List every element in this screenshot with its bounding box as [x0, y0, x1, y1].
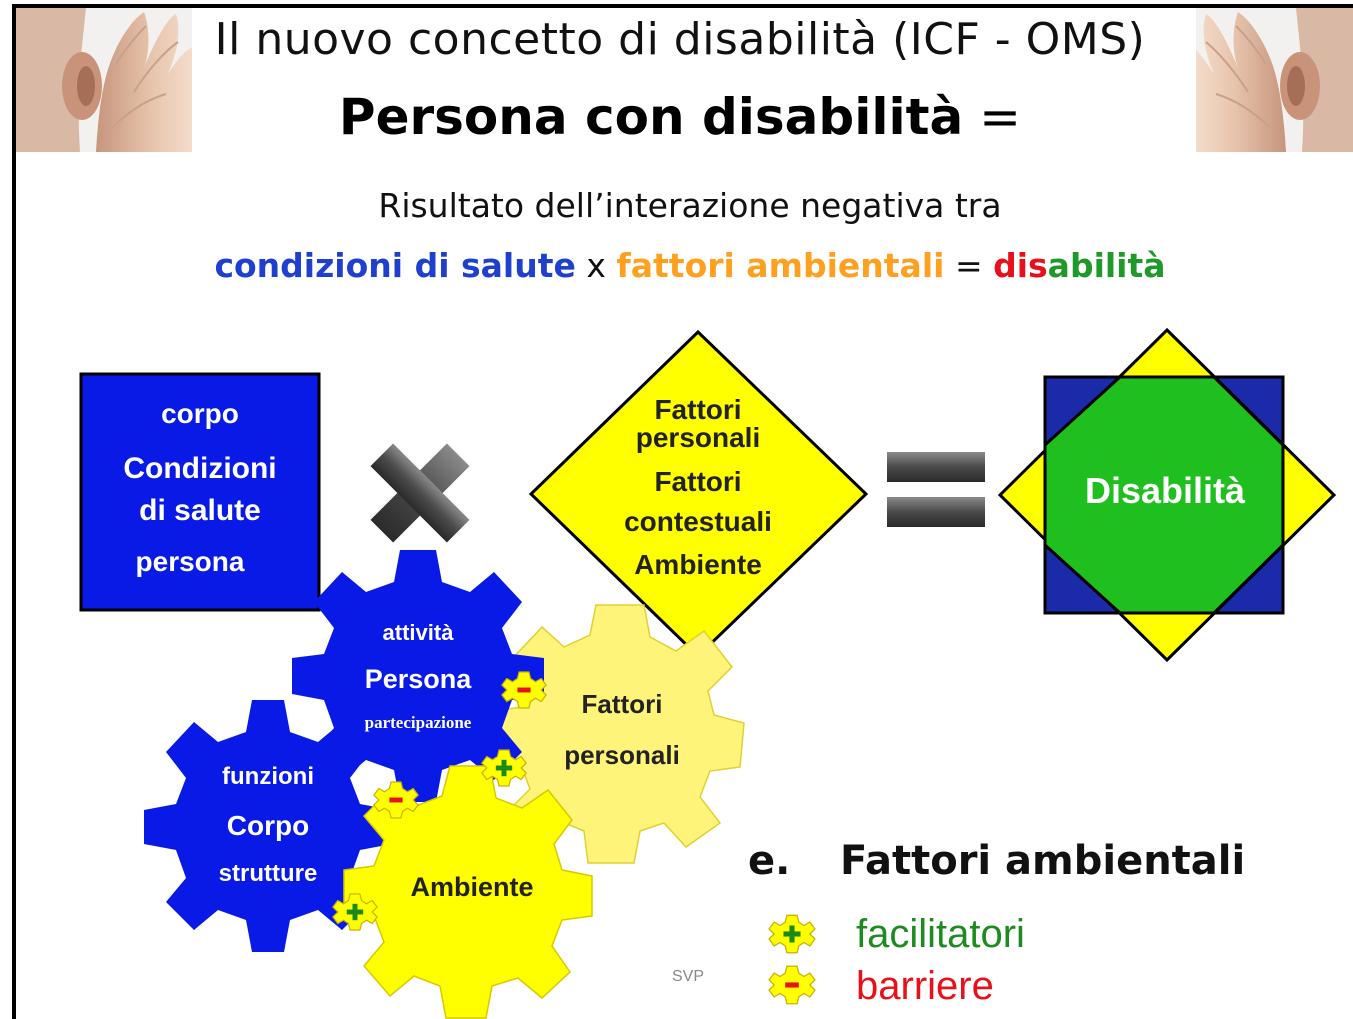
legend-facilitators: facilitatori — [856, 912, 1025, 956]
environment-gear-label: Ambiente — [410, 872, 534, 902]
personal-gear-label-2: personali — [564, 740, 680, 770]
body-gear-label-bottom: strutture — [218, 860, 318, 887]
health-box-label-body: corpo — [161, 398, 239, 429]
disability-label: Disabilità — [1084, 470, 1246, 511]
intro-line: Risultato dell’interazione negativa tra — [378, 186, 1002, 225]
legend-letter: e. — [748, 838, 791, 884]
formula-times: x — [575, 246, 617, 285]
slide-subtitle: Persona con disabilità = — [150, 88, 1210, 146]
slide-border-top — [14, 4, 1353, 8]
footer-mark: SVP — [672, 968, 705, 985]
diamond-label-factors-1: Fattori — [654, 394, 742, 425]
slide-border-left — [12, 4, 16, 1019]
formula-environment: fattori ambientali — [616, 246, 945, 285]
formula-health: condizioni di salute — [214, 246, 576, 285]
health-conditions-box — [79, 372, 321, 612]
facilitator-legend-icon — [768, 914, 816, 954]
activity-gear-label-bottom: partecipazione — [364, 713, 472, 732]
formula-equals: = — [944, 246, 994, 285]
activity-gear-label-middle: Persona — [364, 664, 472, 694]
multiply-icon — [370, 443, 470, 543]
diamond-label-contextual: contestuali — [624, 506, 772, 537]
body-gear-label-middle: Corpo — [226, 810, 310, 841]
disability-result-shape — [997, 327, 1337, 663]
health-box-label-health: di salute — [139, 494, 261, 527]
listening-ear-right-image — [1196, 8, 1353, 152]
equals-icon — [887, 452, 985, 527]
barrier-legend-icon — [768, 965, 816, 1005]
personal-gear-label-1: Fattori — [581, 689, 663, 719]
body-functions-gear — [144, 700, 392, 952]
subtitle-tail: = — [963, 88, 1022, 146]
formula-dis-prefix: dis — [993, 246, 1048, 285]
listening-ear-left-image — [16, 8, 192, 152]
diamond-label-factors-2: Fattori — [654, 466, 742, 497]
legend-barriers: barriere — [856, 964, 994, 1008]
diamond-label-environment: Ambiente — [634, 549, 762, 580]
health-box-label-person: persona — [135, 546, 245, 577]
legend-title: e. Fattori ambientali — [748, 838, 1245, 884]
diamond-label-personal: personali — [635, 422, 761, 453]
facilitator-gear-body — [332, 893, 378, 931]
body-gear-label-top: funzioni — [222, 763, 314, 790]
environment-gear — [343, 765, 593, 1019]
formula: condizioni di salute x fattori ambiental… — [100, 246, 1280, 285]
slide-title: Il nuovo concetto di disabilità (ICF - O… — [214, 14, 1146, 65]
barrier-gear-activity — [501, 671, 547, 709]
activity-gear-label-top: attività — [382, 620, 454, 645]
facilitator-gear-activity — [481, 749, 527, 787]
formula-dis-suffix: abilità — [1047, 246, 1166, 285]
legend-heading: Fattori ambientali — [840, 838, 1246, 884]
barrier-gear-body — [373, 781, 419, 819]
subtitle-bold: Persona con disabilità — [338, 88, 964, 146]
health-box-label-conditions: Condizioni — [123, 452, 277, 485]
